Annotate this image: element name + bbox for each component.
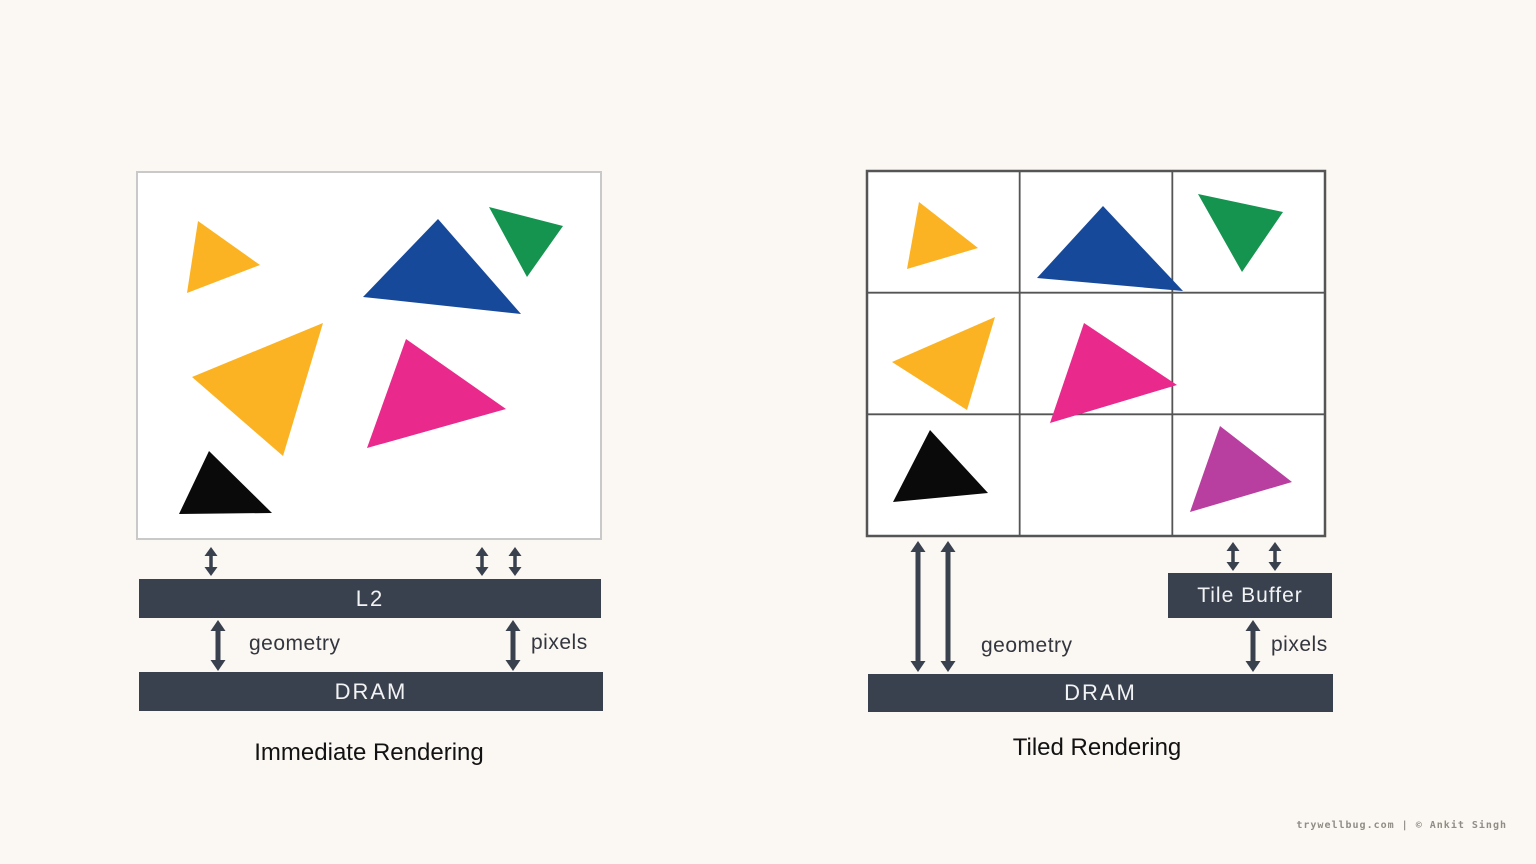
watermark-credit: trywellbug.com | © Ankit Singh bbox=[1296, 820, 1507, 831]
tiled-triangle-tile-purple bbox=[1190, 426, 1292, 512]
dram-label-tiled: DRAM bbox=[1064, 680, 1137, 705]
immediate-arrow-head-up bbox=[505, 620, 521, 631]
immediate-triangle-green bbox=[489, 207, 563, 277]
tiled-triangle-tile-blue bbox=[1037, 206, 1183, 291]
immediate-arrow-head-up bbox=[210, 620, 226, 631]
tiled-triangle-tile-yellow-large bbox=[892, 317, 995, 410]
dram-bar-immediate: DRAM bbox=[139, 672, 603, 711]
tiled-arrow-head-down bbox=[1245, 661, 1261, 672]
immediate-arrow-head-down bbox=[508, 567, 522, 576]
tiled-arrow-head-up bbox=[910, 541, 926, 552]
l2-cache-label: L2 bbox=[355, 585, 385, 611]
caption-immediate-rendering: Immediate Rendering bbox=[254, 739, 484, 766]
immediate-arrow-head-down bbox=[204, 567, 218, 576]
tiled-arrow-head-down bbox=[1268, 562, 1282, 571]
immediate-triangle-yellow-large bbox=[192, 323, 323, 456]
immediate-arrow-head-down bbox=[475, 567, 489, 576]
geometry-label-tiled: geometry bbox=[981, 634, 1073, 657]
immediate-triangle-pink bbox=[367, 339, 506, 448]
tiled-triangle-tile-black bbox=[893, 430, 988, 502]
tiled-arrow-head-down bbox=[940, 661, 956, 672]
immediate-arrow-head-up bbox=[475, 547, 489, 556]
tiled-arrow-head-down bbox=[910, 661, 926, 672]
tile-buffer-bar: Tile Buffer bbox=[1168, 573, 1332, 618]
tiled-arrow-head-up bbox=[1268, 542, 1282, 551]
l2-cache-bar: L2 bbox=[139, 579, 601, 618]
tiled-triangle-tile-pink bbox=[1050, 323, 1177, 423]
immediate-arrow-head-down bbox=[505, 660, 521, 671]
immediate-arrow-head-up bbox=[508, 547, 522, 556]
immediate-arrow-head-up bbox=[204, 547, 218, 556]
tiled-arrow-head-down bbox=[1226, 562, 1240, 571]
immediate-arrow-head-down bbox=[210, 660, 226, 671]
immediate-triangle-yellow-small bbox=[187, 221, 260, 293]
tiled-arrow-head-up bbox=[940, 541, 956, 552]
caption-tiled-rendering: Tiled Rendering bbox=[1012, 734, 1182, 761]
pixels-label-tiled: pixels bbox=[1271, 633, 1328, 656]
dram-bar-tiled: DRAM bbox=[868, 674, 1333, 712]
geometry-label-immediate: geometry bbox=[249, 632, 341, 655]
immediate-triangle-black bbox=[179, 451, 272, 514]
dram-label-immediate: DRAM bbox=[334, 678, 408, 704]
tiled-triangle-tile-yellow-small bbox=[907, 202, 978, 269]
tile-buffer-label: Tile Buffer bbox=[1197, 583, 1303, 607]
tiled-arrow-head-up bbox=[1226, 542, 1240, 551]
immediate-triangle-blue bbox=[363, 219, 521, 314]
tiled-triangle-tile-green bbox=[1198, 194, 1283, 272]
tiled-arrow-head-up bbox=[1245, 620, 1261, 631]
pixels-label-immediate: pixels bbox=[531, 631, 588, 654]
